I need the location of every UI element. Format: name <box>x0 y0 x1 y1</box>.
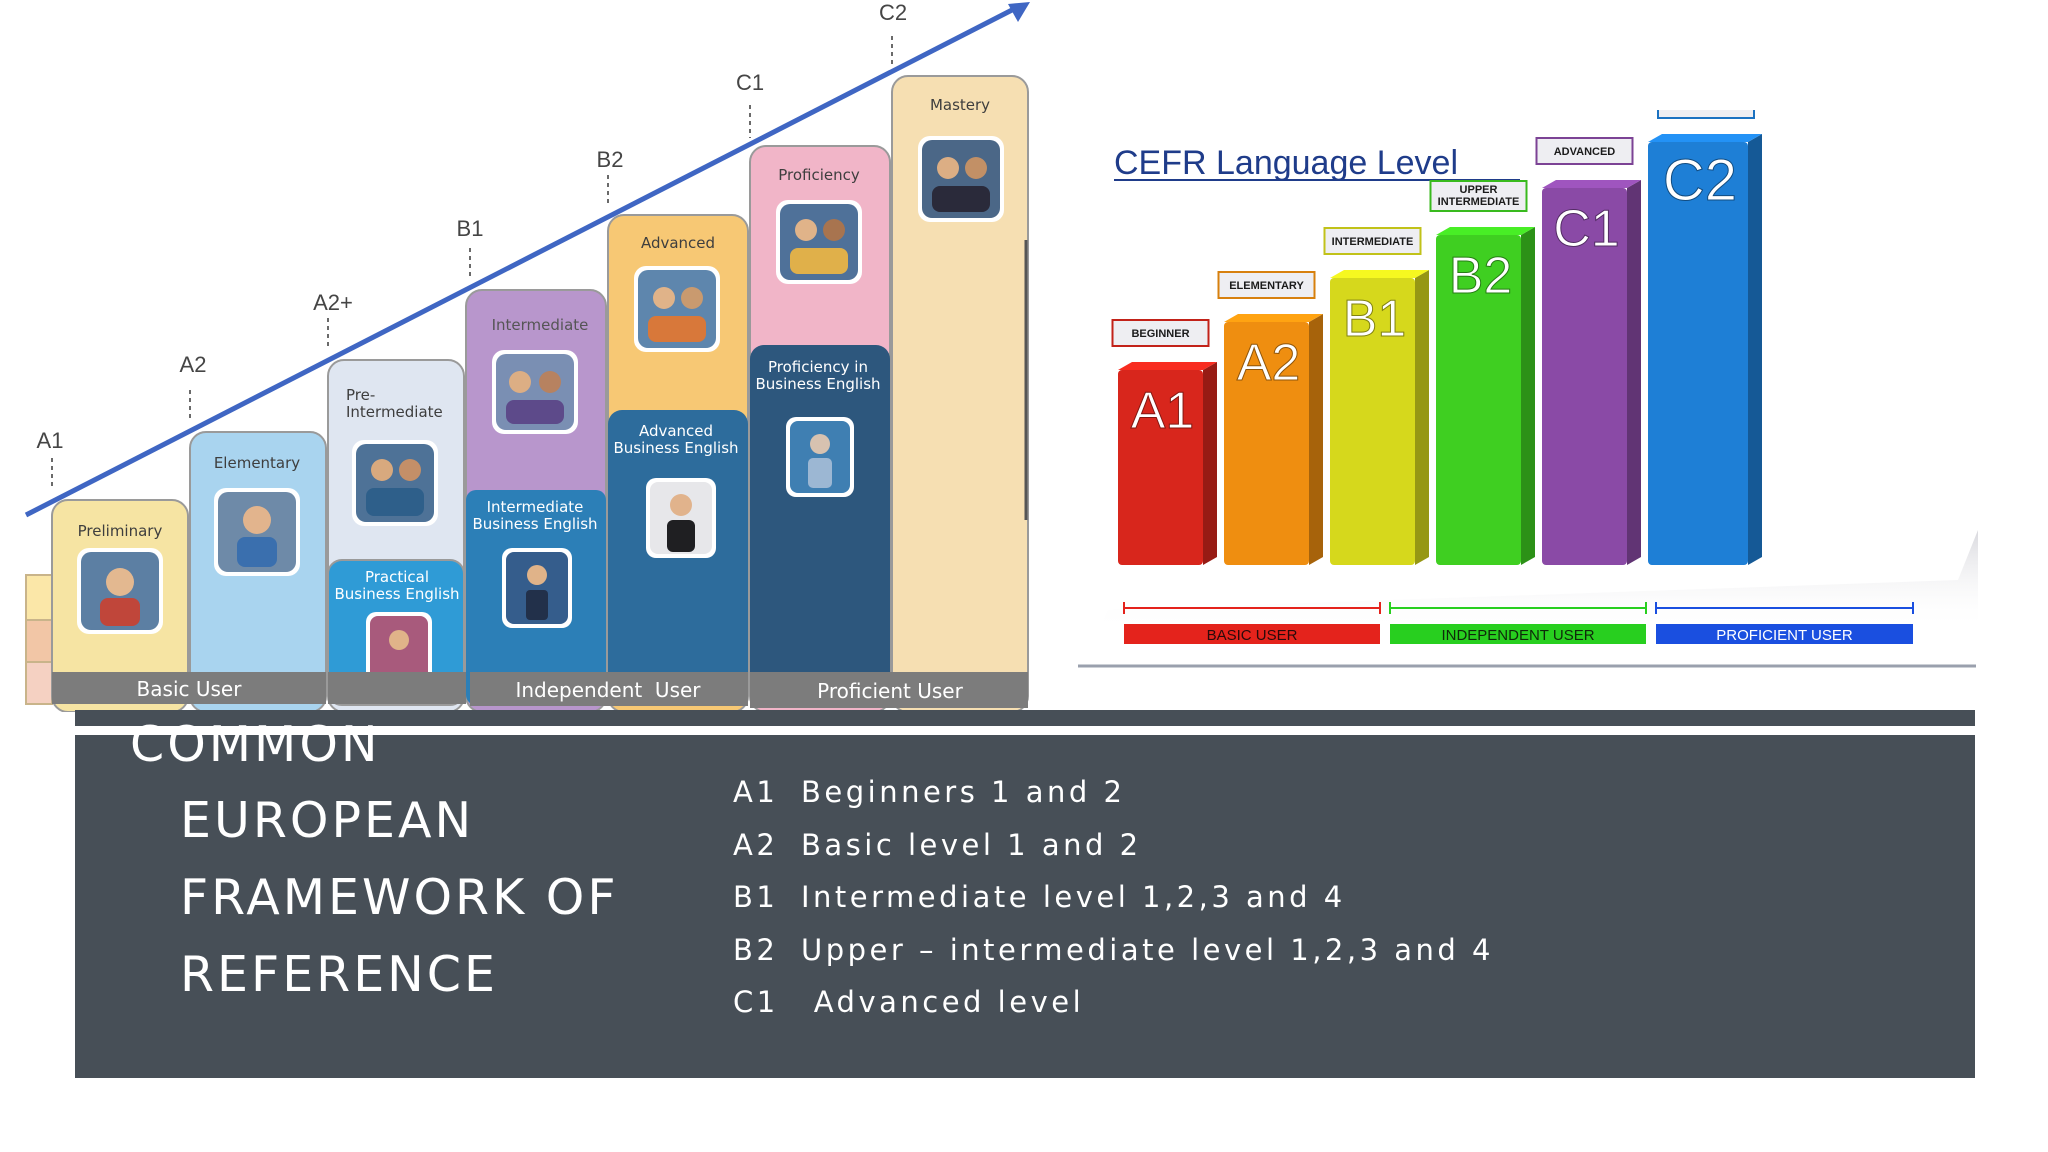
group-basic-user: Basic User <box>137 677 243 701</box>
cefr-chart-title: CEFR Language Level <box>1114 144 1458 182</box>
level-row-desc: Basic level 1 and 2 <box>801 828 1142 862</box>
cefr-bar-code-b2: B2 <box>1449 247 1513 305</box>
cefr-bar-tag-c2: PROFECIENCY <box>1666 110 1746 112</box>
cefr-bar-code-a1: A1 <box>1131 382 1195 440</box>
cefr-bar-tag-a2: ELEMENTARY <box>1229 280 1304 292</box>
cefr-level-bars-graphic: CEFR Language Level A1 BEGINNER A2 ELEMENTA… <box>1078 110 1978 680</box>
cefr-bar-code-a2: A2 <box>1237 334 1301 392</box>
photo-proficiency <box>776 200 862 284</box>
level-row-desc: Beginners 1 and 2 <box>801 775 1126 809</box>
user-group-bars <box>52 672 1028 708</box>
level-row-c1: C1 Advanced level <box>733 985 1084 1019</box>
level-code-c2: C2 <box>879 0 907 25</box>
photo-mastery <box>918 136 1004 222</box>
level-row-b2: B2 Upper – intermediate level 1,2,3 and 4 <box>733 933 1494 967</box>
level-row-code: C1 <box>733 985 779 1019</box>
step-label-advanced: Advanced <box>641 234 715 252</box>
user-band-1 <box>1124 624 1380 644</box>
divider-strip <box>75 710 1975 726</box>
user-band-label-3: PROFICIENT USER <box>1716 627 1853 644</box>
photo-intermediate-business <box>502 548 572 628</box>
cefr-bar-tag-b1: INTERMEDIATE <box>1332 236 1414 248</box>
level-code-a2plus: A2+ <box>313 290 353 315</box>
photo-thumbnails <box>77 136 1004 692</box>
cefr-bar-c2: C2 PROFECIENCY <box>1648 110 1762 565</box>
photo-intermediate <box>492 350 578 434</box>
user-band-label-2: INDEPENDENT USER <box>1441 627 1594 644</box>
progress-arrow <box>24 2 1030 518</box>
level-row-code: A2 <box>733 828 779 862</box>
cefr-bar-a2: A2 ELEMENTARY <box>1217 271 1323 565</box>
step-label-pre-intermediate: Pre-Intermediate <box>346 386 443 421</box>
user-band-3 <box>1656 624 1913 644</box>
range-brackets <box>1123 602 1914 614</box>
level-row-code: A1 <box>733 775 779 809</box>
user-band-label-1: BASIC USER <box>1207 627 1298 644</box>
level-ticks <box>51 36 893 490</box>
cefr-bar-code-c2: C2 <box>1663 148 1737 213</box>
cefr-bar-code-b1: B1 <box>1343 290 1407 348</box>
step-label-mastery: Mastery <box>930 96 990 114</box>
cefr-bars-group: A1 BEGINNER A2 ELEMENTARY B1 INTERMEDIATE B2 UP… <box>1111 110 1762 565</box>
level-code-a2: A2 <box>180 352 207 377</box>
photo-advanced <box>634 266 720 352</box>
photo-elementary <box>214 488 300 576</box>
step-mastery <box>891 75 1029 712</box>
title-line-1: COMMON <box>130 716 381 773</box>
level-row-a1: A1 Beginners 1 and 2 <box>733 775 1125 809</box>
title-line-3: FRAMEWORK OF <box>180 869 619 926</box>
level-row-code: B2 <box>733 933 779 967</box>
cefr-bar-tag-a1: BEGINNER <box>1131 328 1189 340</box>
step-label-preliminary: Preliminary <box>78 522 163 540</box>
photo-advanced-business <box>646 478 716 558</box>
title-line-4: REFERENCE <box>180 946 498 1003</box>
level-code-a1: A1 <box>37 428 64 453</box>
photo-pre-intermediate <box>352 440 438 526</box>
cefr-bar-a1: A1 BEGINNER <box>1111 319 1217 565</box>
level-row-b1: B1 Intermediate level 1,2,3 and 4 <box>733 880 1346 914</box>
step-label-intermediate: Intermediate <box>492 316 589 334</box>
level-row-desc: Intermediate level 1,2,3 and 4 <box>801 880 1346 914</box>
level-code-b2: B2 <box>597 147 624 172</box>
level-row-desc: Advanced level <box>801 985 1085 1019</box>
level-row-a2: A2 Basic level 1 and 2 <box>733 828 1142 862</box>
group-independent-user: Independent User <box>515 678 701 702</box>
user-bands-group: BASIC USER INDEPENDENT USER PROFICIENT USE… <box>1124 624 1913 644</box>
level-row-code: B1 <box>733 880 779 914</box>
user-band-2 <box>1390 624 1646 644</box>
cefr-bar-b1: B1 INTERMEDIATE <box>1323 227 1429 565</box>
step-label-proficiency: Proficiency <box>778 166 860 184</box>
level-row-desc: Upper – intermediate level 1,2,3 and 4 <box>801 933 1494 967</box>
photo-proficiency-business <box>786 417 854 497</box>
level-code-c1: C1 <box>736 70 764 95</box>
cefr-bar-tag-c1: ADVANCED <box>1554 146 1616 158</box>
cefr-bar-code-c1: C1 <box>1553 200 1619 258</box>
photo-preliminary <box>77 548 163 634</box>
title-panel <box>75 735 1975 1078</box>
group-proficient-user: Proficient User <box>817 679 963 703</box>
title-line-2: EUROPEAN <box>180 792 475 849</box>
step-label-elementary: Elementary <box>214 454 300 472</box>
partial-steps <box>25 574 53 705</box>
cefr-staircase-graphic: A1 A2 A2+ B1 B2 C1 C2 Preliminary Elemen… <box>24 0 1030 712</box>
cefr-bar-c1: C1 ADVANCED <box>1535 137 1641 565</box>
level-code-b1: B1 <box>457 216 484 241</box>
